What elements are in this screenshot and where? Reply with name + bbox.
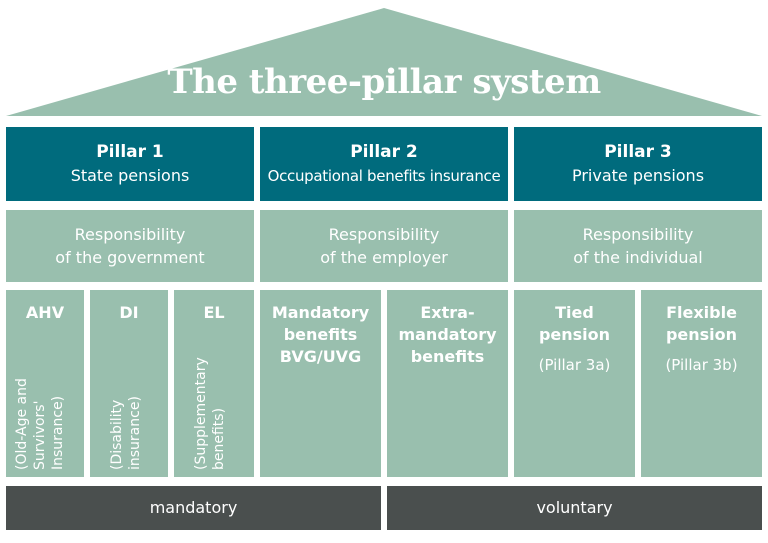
column-di: DI (Disability insurance): [90, 290, 168, 477]
pillar-1-responsibility: Responsibility of the government: [6, 210, 254, 282]
pillar-1-subtitle: State pensions: [70, 166, 190, 185]
mandatory-bar: mandatory: [6, 486, 381, 530]
column-mandatory-benefits-title: Mandatory benefits BVG/UVG: [271, 303, 370, 366]
pillar-1-name: Pillar 1: [96, 142, 164, 162]
pillar-2-subtitle: Occupational benefits insurance: [267, 167, 501, 185]
column-flexible-description: (Pillar 3b): [665, 356, 738, 374]
responsibility-label: Responsibility: [328, 225, 440, 244]
column-tied-pension: Tied pension (Pillar 3a): [514, 290, 635, 477]
column-di-description: (Disability insurance): [109, 396, 143, 470]
column-mandatory-benefits: Mandatory benefits BVG/UVG: [260, 290, 381, 477]
responsibility-party: of the employer: [320, 248, 448, 267]
column-tied-title: Tied pension: [538, 303, 611, 344]
column-extra-mandatory-title: Extra- mandatory benefits: [398, 303, 497, 366]
column-ahv: AHV (Old-Age and Survivors' Insurance): [6, 290, 84, 477]
column-ahv-title: AHV: [25, 303, 65, 322]
responsibility-label: Responsibility: [582, 225, 694, 244]
responsibility-party: of the government: [55, 248, 205, 267]
column-ahv-description: (Old-Age and Survivors' Insurance): [14, 378, 66, 470]
pillar-2-header: Pillar 2 Occupational benefits insurance: [260, 127, 508, 201]
column-el: EL (Supplementary benefits): [174, 290, 254, 477]
column-flexible-title: Flexible pension: [665, 303, 738, 344]
column-tied-description: (Pillar 3a): [538, 356, 611, 374]
roof-shape: [6, 8, 762, 116]
pillar-1-header: Pillar 1 State pensions: [6, 127, 254, 201]
pillar-3-responsibility: Responsibility of the individual: [514, 210, 762, 282]
pillar-3-subtitle: Private pensions: [571, 166, 705, 185]
pillar-2-name: Pillar 2: [350, 142, 418, 162]
column-di-title: DI: [119, 303, 139, 322]
column-el-description: (Supplementary benefits): [193, 357, 227, 470]
responsibility-label: Responsibility: [74, 225, 186, 244]
column-flexible-pension: Flexible pension (Pillar 3b): [641, 290, 762, 477]
voluntary-bar: voluntary: [387, 486, 762, 530]
pillar-3-header: Pillar 3 Private pensions: [514, 127, 762, 201]
pillar-3-name: Pillar 3: [604, 142, 672, 162]
column-extra-mandatory-benefits: Extra- mandatory benefits: [387, 290, 508, 477]
responsibility-party: of the individual: [573, 248, 703, 267]
column-el-title: EL: [203, 303, 225, 322]
diagram-title: The three-pillar system: [167, 62, 601, 102]
pillar-2-responsibility: Responsibility of the employer: [260, 210, 508, 282]
